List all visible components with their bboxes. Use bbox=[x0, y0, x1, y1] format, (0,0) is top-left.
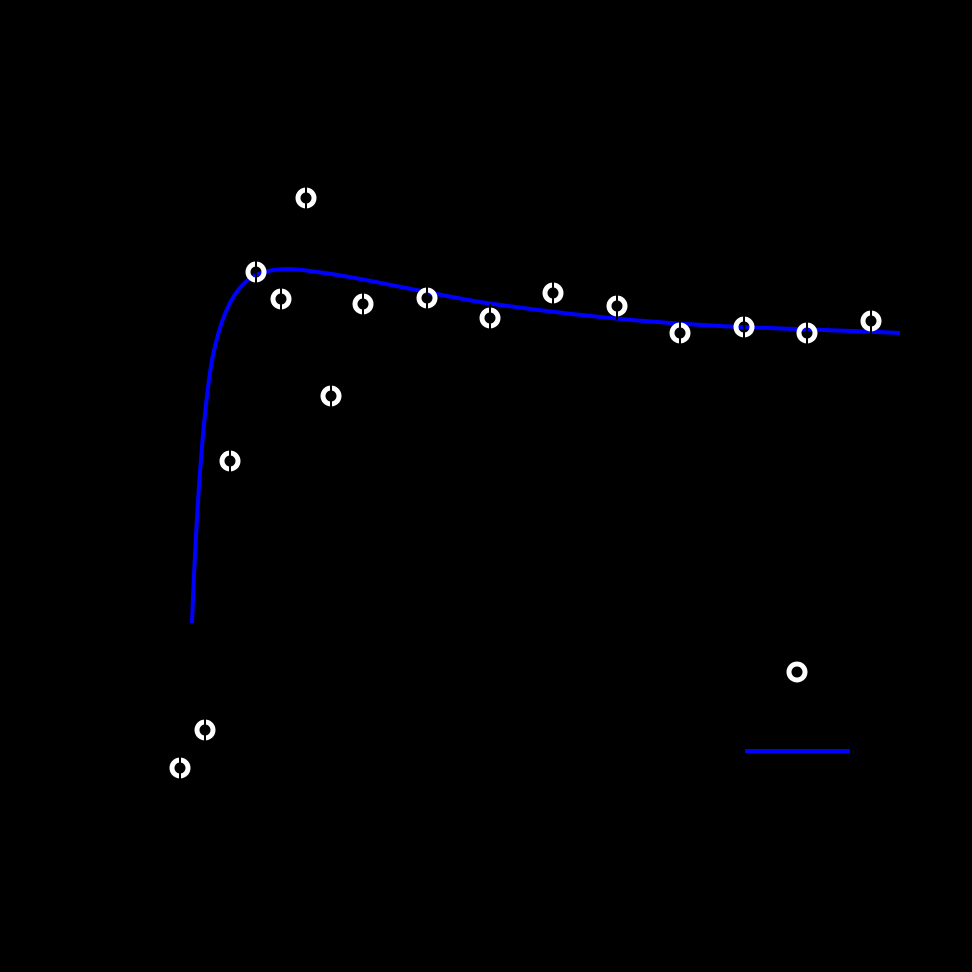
plot-area bbox=[190, 267, 901, 624]
data-point bbox=[860, 307, 882, 335]
data-point bbox=[479, 304, 501, 332]
data-point bbox=[542, 279, 564, 307]
data-markers bbox=[169, 184, 882, 782]
data-point bbox=[295, 184, 317, 212]
data-point bbox=[169, 754, 191, 782]
data-point bbox=[352, 290, 374, 318]
data-point bbox=[416, 284, 438, 312]
data-point bbox=[606, 292, 628, 320]
data-point bbox=[219, 447, 241, 475]
data-point bbox=[194, 716, 216, 744]
data-point bbox=[669, 319, 691, 347]
fit-line bbox=[190, 267, 901, 624]
data-point bbox=[245, 258, 267, 286]
legend-marker-icon bbox=[786, 661, 808, 683]
legend bbox=[745, 661, 850, 753]
data-point bbox=[796, 319, 818, 347]
data-point bbox=[270, 285, 292, 313]
data-point bbox=[320, 382, 342, 410]
data-point bbox=[733, 313, 755, 341]
